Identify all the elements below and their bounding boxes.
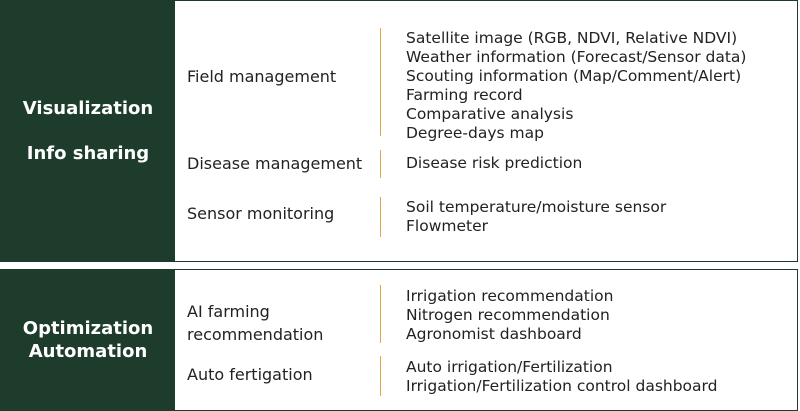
section-optimization: Optimization Automation: [0, 269, 798, 411]
row-label-field-management: Field management: [187, 67, 337, 86]
row-label-ai-farming: AI farming recommendation: [187, 302, 324, 344]
detail-item: Satellite image (RGB, NDVI, Relative NDV…: [406, 29, 738, 47]
section-title-line: Automation: [28, 341, 148, 362]
row-label-sensor-monitoring: Sensor monitoring: [187, 204, 335, 223]
section-title-line: Optimization: [22, 318, 154, 339]
row-divider: [380, 150, 381, 178]
detail-item: Agronomist dashboard: [406, 325, 582, 343]
detail-item: Nitrogen recommendation: [406, 306, 610, 324]
detail-item: Disease risk prediction: [406, 154, 583, 172]
detail-item: Scouting information (Map/Comment/Alert): [406, 67, 742, 85]
section-title-line: Visualization: [22, 98, 154, 119]
detail-item: Flowmeter: [406, 217, 489, 235]
row-details-auto-fertigation: Auto irrigation/Fertilization Irrigation…: [406, 358, 717, 396]
detail-item: Comparative analysis: [406, 105, 574, 123]
section-title: Visualization Info sharing: [1, 1, 175, 261]
section-visualization: Visualization Info sharing: [0, 0, 798, 262]
row-divider: [380, 356, 381, 396]
detail-item: Irrigation recommendation: [406, 287, 614, 305]
row-details-sensor-monitoring: Soil temperature/moisture sensor Flowmet…: [406, 198, 666, 236]
row-details-ai-farming: Irrigation recommendation Nitrogen recom…: [406, 287, 613, 344]
row-details-field-management: Satellite image (RGB, NDVI, Relative NDV…: [406, 29, 746, 143]
row-divider: [380, 28, 381, 136]
detail-item: Weather information (Forecast/Sensor dat…: [406, 48, 747, 66]
detail-item: Irrigation/Fertilization control dashboa…: [406, 377, 718, 395]
row-details-disease-management: Disease risk prediction: [406, 154, 582, 173]
detail-item: Auto irrigation/Fertilization: [406, 358, 613, 376]
detail-item: Soil temperature/moisture sensor: [406, 198, 667, 216]
detail-item: Farming record: [406, 86, 523, 104]
row-divider: [380, 285, 381, 343]
row-label-auto-fertigation: Auto fertigation: [187, 365, 313, 384]
detail-item: Degree-days map: [406, 124, 544, 142]
section-title-line: Info sharing: [26, 143, 150, 164]
section-title: Optimization Automation: [1, 270, 175, 410]
row-divider: [380, 197, 381, 237]
row-label-disease-management: Disease management: [187, 154, 363, 173]
